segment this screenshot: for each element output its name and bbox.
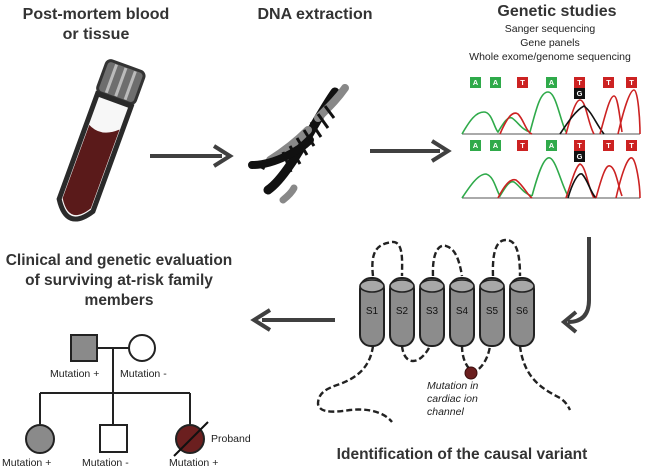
method-wes-wgs: Whole exome/genome sequencing xyxy=(469,51,631,63)
mother-symbol xyxy=(128,334,156,362)
arrow-dna-to-genetic xyxy=(370,139,452,163)
mother-label: Mutation - xyxy=(120,368,167,380)
arrow-genetic-to-variant xyxy=(560,237,591,334)
dna-title: DNA extraction xyxy=(257,6,373,23)
child-3-label: Mutation + xyxy=(169,457,219,469)
mutation-site-dot xyxy=(464,366,478,380)
mutation-note: Mutation in cardiac ion channel xyxy=(427,380,479,418)
base-label: T xyxy=(574,140,585,151)
child-2-label: Mutation - xyxy=(82,457,129,469)
base-label: T xyxy=(517,77,528,88)
base-label: T xyxy=(574,77,585,88)
father-label: Mutation + xyxy=(50,368,100,380)
arrow-sample-to-dna xyxy=(150,144,234,168)
base-label: T xyxy=(603,77,614,88)
proband-label: Proband xyxy=(211,433,251,445)
segment-label-s3: S3 xyxy=(425,306,439,317)
base-label: A xyxy=(490,140,501,151)
arrow-variant-to-family xyxy=(250,308,335,332)
family-title: Clinical and genetic evaluation of survi… xyxy=(5,252,233,309)
segment-label-s2: S2 xyxy=(395,306,409,317)
dna-helix-icon xyxy=(248,84,349,204)
segment-label-s1: S1 xyxy=(365,306,379,317)
child-2-symbol xyxy=(99,424,128,453)
chromatogram-reference xyxy=(461,89,641,135)
base-label: T xyxy=(626,77,637,88)
base-label: T xyxy=(603,140,614,151)
base-label: T xyxy=(626,140,637,151)
segment-label-s4: S4 xyxy=(455,306,469,317)
pedigree-chart xyxy=(25,334,209,457)
sample-title: Post-mortem blood or tissue xyxy=(22,6,170,43)
variant-base-label: G xyxy=(574,151,585,162)
base-label: A xyxy=(470,140,481,151)
method-panels: Gene panels xyxy=(520,37,580,49)
child-1-label: Mutation + xyxy=(2,457,52,469)
variant-title: Identification of the causal variant xyxy=(336,446,588,463)
segment-label-s5: S5 xyxy=(485,306,499,317)
variant-base-label: G xyxy=(574,88,585,99)
chromatogram-variant xyxy=(461,157,641,199)
genetic-title: Genetic studies xyxy=(497,3,617,20)
segment-label-s6: S6 xyxy=(515,306,529,317)
base-label: A xyxy=(546,140,557,151)
base-label: A xyxy=(490,77,501,88)
deceased-slash xyxy=(173,421,209,457)
father-symbol xyxy=(70,334,98,362)
base-label: T xyxy=(517,140,528,151)
ion-channel-icon xyxy=(316,238,572,423)
base-label: A xyxy=(470,77,481,88)
base-label: A xyxy=(546,77,557,88)
child-1-symbol xyxy=(25,424,55,454)
blood-tube-icon xyxy=(56,59,146,222)
method-sanger: Sanger sequencing xyxy=(504,23,596,35)
